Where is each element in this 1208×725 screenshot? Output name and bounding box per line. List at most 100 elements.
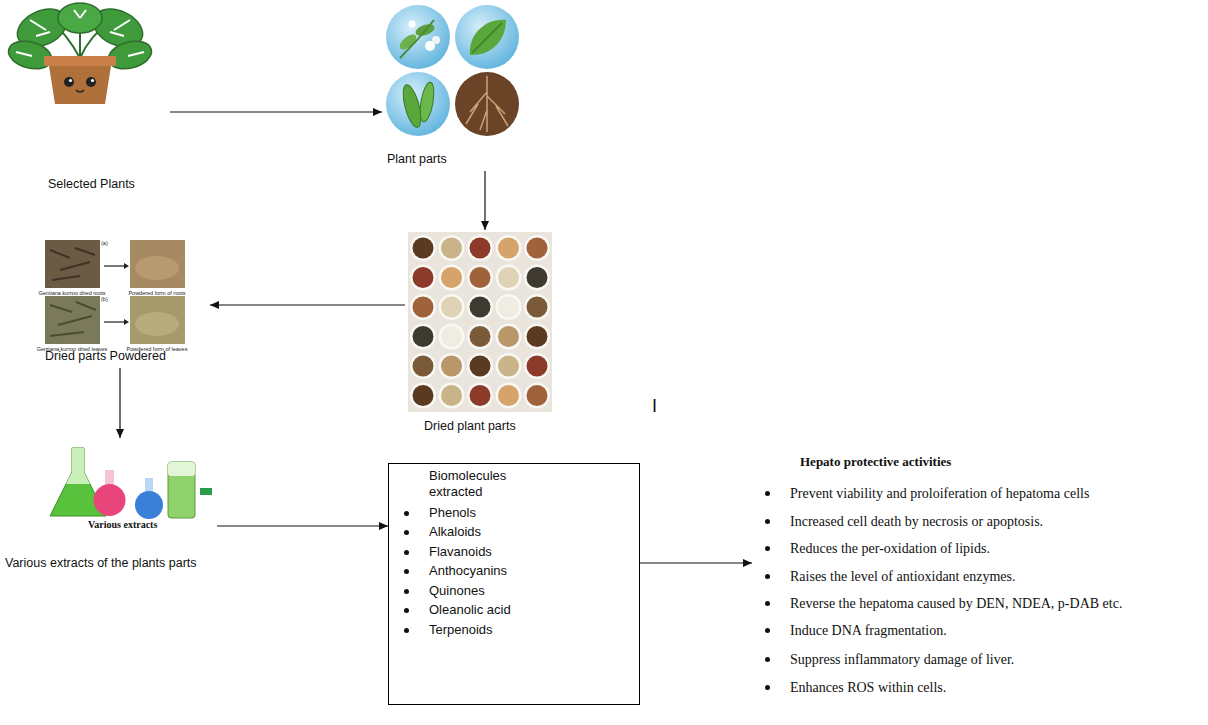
bowl-content <box>498 238 519 259</box>
bowl <box>524 383 550 409</box>
bowl <box>410 235 436 261</box>
arrow-head <box>379 522 388 530</box>
bowl-content <box>498 385 519 406</box>
bowl-content <box>470 238 491 259</box>
bowl <box>524 294 550 320</box>
bowl <box>410 265 436 291</box>
bullet-dot <box>765 491 770 496</box>
bowl <box>467 383 493 409</box>
bullet-dot <box>404 608 409 613</box>
process-box: Biomolecules extractedPhenolsAlkaloidsFl… <box>388 463 640 705</box>
bullet-dot <box>765 574 770 579</box>
bowl-content <box>470 385 491 406</box>
bowl-content <box>470 267 491 288</box>
bowl-content <box>441 385 462 406</box>
bullet-dot <box>404 628 409 633</box>
bowl-content <box>441 267 462 288</box>
bowl-content <box>413 238 434 259</box>
arrow-head <box>373 108 382 116</box>
photo-caption: Powdered form of roots <box>128 290 185 296</box>
image-node: Dried plant parts <box>405 230 555 438</box>
bowl-content <box>470 356 491 377</box>
image-node: Various extractsVarious extracts of the … <box>2 438 217 575</box>
bowl-content <box>413 326 434 347</box>
node-text: Reverse the hepatoma caused by DEN, NDEA… <box>790 595 1122 612</box>
bowl-content <box>441 356 462 377</box>
bowl-content <box>470 297 491 318</box>
photo-caption: Gentiana kurroo dried leaves <box>37 346 108 352</box>
flow-arrow <box>116 368 124 438</box>
bowl <box>496 353 522 379</box>
bowl-content <box>527 238 548 259</box>
part-label: (b) <box>101 296 108 302</box>
node-text: Suppress inflammatory damage of liver. <box>790 651 1014 668</box>
node-text: Enhances ROS within cells. <box>790 679 946 696</box>
plant-parts-icons <box>386 5 519 136</box>
node-text: Flavanoids <box>429 544 492 560</box>
bullet-dot <box>765 601 770 606</box>
arrow-head <box>743 559 752 567</box>
node-text: Reduces the per-oxidation of lipids. <box>790 540 990 557</box>
part-label: (a) <box>101 240 108 246</box>
bullet-dot <box>404 511 409 516</box>
bowl-content <box>498 297 519 318</box>
bowl <box>524 353 550 379</box>
bullet-dot <box>404 589 409 594</box>
bowl-content <box>441 326 462 347</box>
bowl-content <box>413 356 434 377</box>
bullet-dot <box>404 569 409 574</box>
bowl-content <box>527 356 548 377</box>
bowl <box>439 324 465 350</box>
bowl-content <box>413 385 434 406</box>
photo-caption: Powdered form of leaves <box>127 346 188 352</box>
node-text: Prevent viability and proloiferation of … <box>790 485 1089 502</box>
node-text: Phenols <box>429 505 476 521</box>
bullet-dot <box>765 628 770 633</box>
image-node: Plant parts <box>382 2 527 171</box>
bullet-dot <box>404 530 409 535</box>
bowl <box>410 353 436 379</box>
bullet-dot <box>404 550 409 555</box>
arrow-line <box>210 304 405 305</box>
flow-arrow <box>640 559 752 567</box>
stray-mark: I <box>652 396 657 416</box>
bullet-dot <box>765 685 770 690</box>
bowl <box>524 324 550 350</box>
bowl <box>524 265 550 291</box>
bowl <box>467 294 493 320</box>
bowl <box>467 235 493 261</box>
bowl <box>496 235 522 261</box>
bowl <box>439 353 465 379</box>
flow-arrow <box>217 522 388 530</box>
plant-icon <box>5 2 154 104</box>
bullet-dot <box>765 519 770 524</box>
flow-arrow <box>481 171 489 230</box>
bowl-content <box>527 267 548 288</box>
node-text: Various extracts of the plants parts <box>5 556 197 571</box>
image-node: Selected Plants <box>5 5 170 200</box>
node-text: Increased cell death by necrosis or apop… <box>790 513 1043 530</box>
bowl <box>524 235 550 261</box>
bowl <box>410 294 436 320</box>
arrow-head <box>210 301 219 309</box>
flow-arrow <box>170 108 382 116</box>
node-text: Alkaloids <box>429 524 481 540</box>
flow-arrow <box>210 301 405 309</box>
node-heading: Selected Plants <box>48 177 135 192</box>
arrow-head <box>116 429 124 438</box>
bowl <box>439 294 465 320</box>
bowl-content <box>441 238 462 259</box>
bowl-content <box>470 326 491 347</box>
bowl-content <box>498 267 519 288</box>
bowl-content <box>527 297 548 318</box>
arrow-line <box>170 111 382 112</box>
bowl-content <box>441 297 462 318</box>
bowl <box>496 294 522 320</box>
node-text: Oleanolic acid <box>429 602 511 618</box>
node-heading: Plant parts <box>387 152 447 167</box>
bowl-content <box>527 385 548 406</box>
arrow-line <box>217 525 388 526</box>
bowl <box>439 235 465 261</box>
bowl <box>496 324 522 350</box>
